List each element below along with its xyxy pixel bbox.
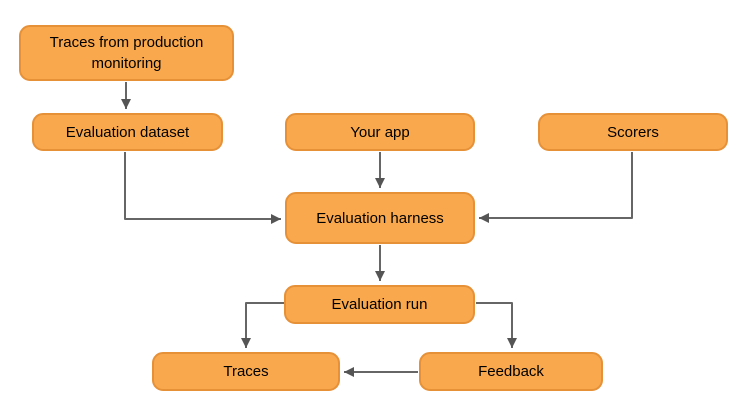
node-evaluation-harness: Evaluation harness — [285, 192, 475, 244]
node-feedback: Feedback — [419, 352, 603, 391]
node-label: Scorers — [607, 123, 659, 141]
edge-dataset-to-harness — [124, 152, 281, 224]
node-label: Evaluation run — [331, 296, 428, 313]
node-scorers: Scorers — [538, 113, 728, 151]
node-traces: Traces — [152, 352, 340, 391]
node-label: Evaluation dataset — [65, 123, 190, 141]
node-traces-from-production-monitoring: Traces from production monitoring — [19, 25, 234, 81]
edge-run-to-traces — [241, 302, 284, 348]
node-your-app: Your app — [285, 113, 475, 151]
node-evaluation-run: Evaluation run — [284, 285, 475, 324]
node-label: Traces from production monitoring — [49, 34, 204, 72]
edge-scorers-to-harness — [479, 152, 633, 223]
node-label: Traces — [223, 363, 269, 380]
node-label: Your app — [350, 123, 410, 141]
edge-run-to-feedback — [476, 302, 517, 348]
node-label: Evaluation harness — [316, 209, 444, 227]
node-evaluation-dataset: Evaluation dataset — [32, 113, 223, 151]
node-label: Feedback — [478, 363, 544, 380]
